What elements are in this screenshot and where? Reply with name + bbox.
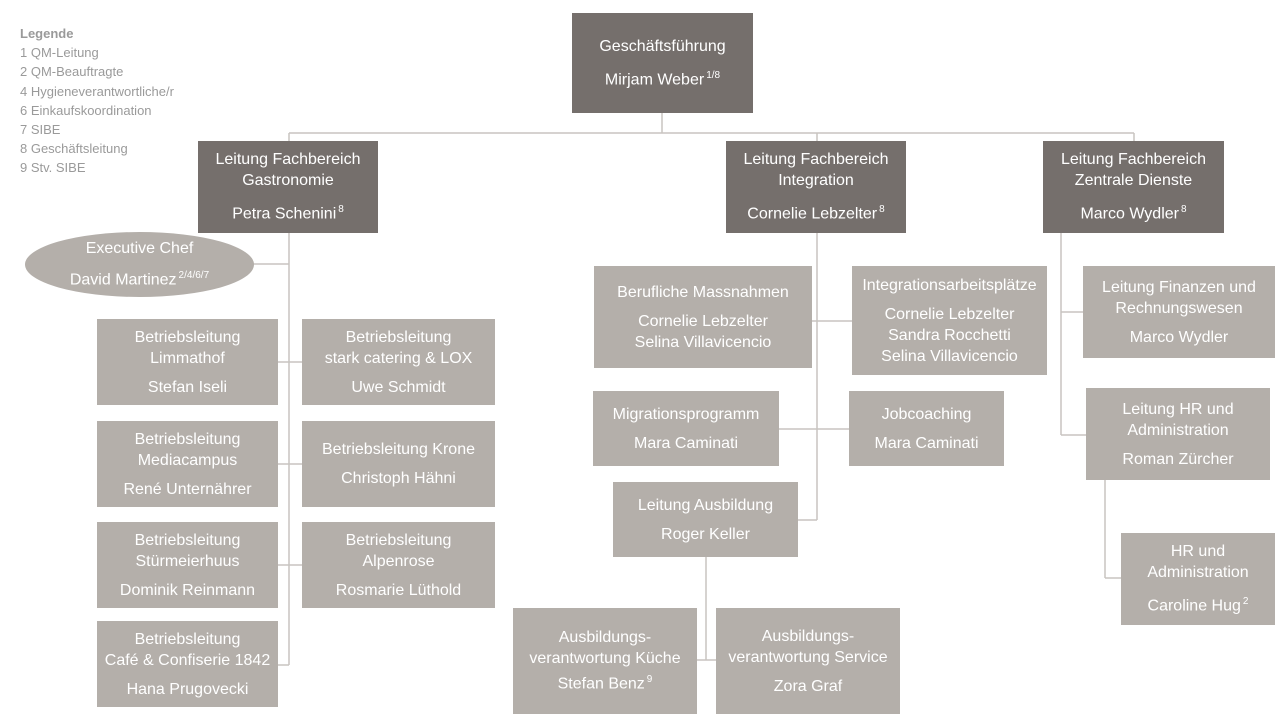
node-title: Betriebsleitung xyxy=(345,328,452,346)
node-person: Mara Caminati xyxy=(874,434,979,452)
node-person: Sandra Rocchetti xyxy=(888,326,1011,344)
node-stuermeierhuus: Betriebsleitung Stürmeierhuus Dominik Re… xyxy=(97,522,278,608)
node-title: Leitung Finanzen und xyxy=(1102,278,1256,296)
legend-item: 8 Geschäftsleitung xyxy=(20,141,128,157)
node-person: Selina Villavicencio xyxy=(634,333,772,351)
node-ausbildung-service: Ausbildungs- verantwortung Service Zora … xyxy=(716,608,900,714)
node-leitung-ausbildung: Leitung Ausbildung Roger Keller xyxy=(613,482,798,557)
node-title: Betriebsleitung xyxy=(134,630,241,648)
node-integrationsarbeitsplaetze: Integrationsarbeitsplätze Cornelie Lebze… xyxy=(852,266,1047,375)
node-person: Zora Graf xyxy=(773,677,843,695)
node-title: Betriebsleitung xyxy=(134,430,241,448)
node-person: Hana Prugovecki xyxy=(126,680,249,698)
node-person: Roman Zürcher xyxy=(1122,450,1234,468)
node-title: Rechnungswesen xyxy=(1115,299,1243,317)
node-person: Christoph Hähni xyxy=(341,470,456,487)
node-migrationsprogramm: Migrationsprogramm Mara Caminati xyxy=(593,391,779,466)
node-title: Integrationsarbeitsplätze xyxy=(862,276,1037,294)
node-title: Leitung Fachbereich xyxy=(743,151,889,169)
node-title: Integration xyxy=(778,172,854,190)
node-person: René Unternährer xyxy=(123,480,252,498)
node-person: Marco Wydler xyxy=(1129,328,1229,346)
node-berufliche-massnahmen: Berufliche Massnahmen Cornelie Lebzelter… xyxy=(594,266,812,368)
node-title: Administration xyxy=(1127,421,1229,439)
node-person: Uwe Schmidt xyxy=(351,378,446,396)
node-title: Ausbildungs- xyxy=(558,629,652,647)
node-title: Geschäftsführung xyxy=(599,37,726,55)
node-title: Betriebsleitung xyxy=(134,531,241,549)
node-title: Alpenrose xyxy=(362,552,435,570)
node-cafe-confiserie: Betriebsleitung Café & Confiserie 1842 H… xyxy=(97,621,278,707)
legend-item: 6 Einkaufskoordination xyxy=(20,102,152,118)
node-title: Leitung Fachbereich xyxy=(215,151,361,169)
legend-title: Legende xyxy=(20,26,74,41)
legend-item: 2 QM-Beauftragte xyxy=(20,64,124,80)
node-person: Dominik Reinmann xyxy=(119,581,256,599)
node-leitung-integration: Leitung Fachbereich Integration Cornelie… xyxy=(726,141,906,233)
node-title: Ausbildungs- xyxy=(761,627,855,645)
node-title: Leitung Ausbildung xyxy=(637,496,774,514)
legend-item: 7 SIBE xyxy=(20,122,61,138)
node-leitung-gastronomie: Leitung Fachbereich Gastronomie Petra Sc… xyxy=(198,141,378,233)
node-person: Mara Caminati xyxy=(633,434,739,452)
node-title: Migrationsprogramm xyxy=(612,405,760,423)
node-leitung-zentrale-dienste: Leitung Fachbereich Zentrale Dienste Mar… xyxy=(1043,141,1224,233)
node-title: Gastronomie xyxy=(242,172,334,190)
legend: Legende 1 QM-Leitung 2 QM-Beauftragte 4 … xyxy=(20,24,174,178)
node-mediacampus: Betriebsleitung Mediacampus René Unternä… xyxy=(97,421,278,507)
node-ausbildung-kueche: Ausbildungs- verantwortung Küche Stefan … xyxy=(513,608,697,714)
node-person: Roger Keller xyxy=(661,525,750,543)
node-alpenrose: Betriebsleitung Alpenrose Rosmarie Lütho… xyxy=(302,522,495,608)
node-title: Betriebsleitung Krone xyxy=(322,441,475,458)
node-person: Cornelie Lebzelter xyxy=(884,305,1015,323)
legend-item: 1 QM-Leitung xyxy=(20,45,99,61)
node-limmathof: Betriebsleitung Limmathof Stefan Iseli xyxy=(97,319,278,405)
node-title: Leitung HR und xyxy=(1122,400,1234,418)
node-title: Betriebsleitung xyxy=(345,531,452,549)
node-title: stark catering & LOX xyxy=(324,349,473,367)
node-title: Stürmeierhuus xyxy=(135,552,240,570)
node-title: Betriebsleitung xyxy=(134,328,241,346)
node-title: verantwortung Service xyxy=(728,648,888,666)
node-title: Limmathof xyxy=(150,349,225,367)
node-title: Executive Chef xyxy=(85,240,194,258)
node-title: HR und xyxy=(1170,543,1226,561)
node-krone: Betriebsleitung Krone Christoph Hähni xyxy=(302,421,495,507)
node-person: Cornelie Lebzelter xyxy=(638,312,768,330)
node-jobcoaching: Jobcoaching Mara Caminati xyxy=(849,391,1004,466)
node-finanzen-rechnungswesen: Leitung Finanzen und Rechnungswesen Marc… xyxy=(1083,266,1275,358)
node-title: Administration xyxy=(1147,564,1249,582)
node-person: Selina Villavicencio xyxy=(881,347,1018,365)
node-stark-catering: Betriebsleitung stark catering & LOX Uwe… xyxy=(302,319,495,405)
node-title: Jobcoaching xyxy=(881,405,972,423)
legend-item: 4 Hygieneverantwortliche/r xyxy=(20,83,174,99)
node-leitung-hr: Leitung HR und Administration Roman Zürc… xyxy=(1086,388,1270,480)
node-title: verantwortung Küche xyxy=(529,650,681,668)
node-title: Berufliche Massnahmen xyxy=(617,283,789,301)
node-title: Mediacampus xyxy=(137,451,238,469)
node-person: Stefan Iseli xyxy=(147,378,228,396)
node-title: Café & Confiserie 1842 xyxy=(104,651,271,669)
legend-item: 9 Stv. SIBE xyxy=(20,160,86,176)
node-title: Zentrale Dienste xyxy=(1074,172,1193,190)
node-person: Rosmarie Lüthold xyxy=(335,581,462,599)
node-title: Leitung Fachbereich xyxy=(1061,151,1206,169)
